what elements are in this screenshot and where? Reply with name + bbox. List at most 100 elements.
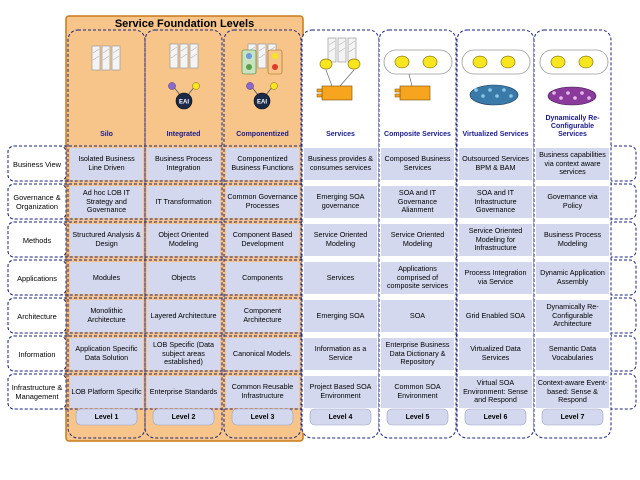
level-label: Level 4	[328, 413, 353, 421]
cell-text: Composed Business Services	[384, 154, 451, 172]
silo-bar-line	[170, 46, 178, 59]
eai-text: EAI	[257, 100, 267, 106]
silo-bar-line	[338, 40, 346, 53]
cell-text: Service Oriented Modeling for Infrastruc…	[468, 226, 523, 253]
matrix-cell	[147, 262, 220, 294]
silo-bar-line	[92, 48, 100, 61]
matrix-cell	[536, 148, 609, 180]
row-label: Business View	[13, 159, 61, 169]
level-name: Services	[326, 131, 355, 138]
cell-text: Objects	[171, 272, 196, 282]
cell-text: Componentized Business Functions	[231, 154, 294, 172]
composite-container	[383, 49, 453, 75]
matrix-cell	[536, 186, 609, 218]
matrix-cell	[70, 148, 143, 180]
service-node	[347, 58, 361, 70]
matrix-cell	[226, 262, 299, 294]
service-node	[472, 55, 488, 69]
row-label-box-7	[7, 373, 67, 410]
matrix-cell	[70, 300, 143, 332]
eai-hub	[175, 92, 193, 110]
cell-text: Monolithic Architecture	[87, 306, 126, 324]
grid-node	[509, 94, 513, 98]
grid-node	[481, 94, 485, 98]
grid-node	[502, 88, 506, 92]
connector-node	[246, 82, 254, 90]
cell-text: Outsourced Services BPM & BAM	[462, 154, 529, 172]
level-badge	[386, 408, 449, 426]
row-label-box-6	[7, 335, 67, 372]
matrix-cell	[381, 186, 454, 218]
matrix-cell	[226, 186, 299, 218]
cell-text: Isolated Business Line Driven	[78, 154, 135, 172]
matrix-cell	[70, 376, 143, 408]
matrix-cell	[459, 262, 532, 294]
silo-bar-line	[112, 48, 120, 61]
silo-bars-icon	[91, 45, 121, 71]
level-badge	[231, 408, 294, 426]
cell-text: SOA and IT Infrastructure Governance	[474, 188, 517, 215]
cell-text: Component Architecture	[243, 306, 282, 324]
cell-text: Ad hoc LOB IT Strategy and Governance	[82, 188, 131, 215]
dynamic-node	[587, 96, 591, 100]
service-node	[394, 55, 410, 69]
matrix-cell	[70, 338, 143, 370]
cell-text: Business capabilities via context aware …	[539, 150, 606, 177]
matrix-cell	[381, 300, 454, 332]
cell-text: Application Specific Data Solution	[75, 344, 138, 362]
cell-text: Semantic Data Vocabularies	[548, 344, 597, 362]
cell-text: Canonical Models.	[232, 348, 293, 358]
matrix-cell	[381, 338, 454, 370]
services-icon	[316, 37, 361, 101]
eai-hub-icon: EAI	[168, 43, 200, 110]
grid-node	[474, 88, 478, 92]
matrix-cell	[226, 376, 299, 408]
cell-text: Component Based Development	[232, 230, 293, 248]
service-plug	[399, 85, 431, 101]
row-label-box-3	[7, 221, 67, 258]
row-label-box-5	[7, 297, 67, 334]
component-block	[267, 49, 283, 75]
matrix-cell	[459, 224, 532, 256]
service-node	[550, 55, 566, 69]
cell-text: Information as a Service	[314, 344, 367, 362]
cell-text: Project Based SOA Environment	[309, 382, 372, 400]
matrix-cell	[304, 186, 377, 218]
eai-text: EAI	[179, 100, 189, 106]
connector-line	[408, 73, 413, 87]
component-dot	[272, 64, 278, 70]
cell-text: Layered Architecture	[150, 310, 217, 320]
silo-bar-line	[328, 40, 336, 53]
dynamic-node	[573, 96, 577, 100]
matrix-cell	[304, 338, 377, 370]
cell-text: Emerging SOA	[316, 310, 365, 320]
eai-component-icon: EAI	[241, 43, 283, 110]
cell-text: Virtual SOA Environment: Sense and Respo…	[463, 378, 528, 405]
matrix-cell	[147, 376, 220, 408]
cell-text: Common SOA Environment	[394, 382, 441, 400]
grid-node	[495, 94, 499, 98]
level-name: Virtualized Services	[462, 131, 529, 138]
dynamic-node	[552, 91, 556, 95]
matrix-cell	[70, 186, 143, 218]
service-node	[422, 55, 438, 69]
matrix-cell	[304, 300, 377, 332]
virtual-container	[461, 49, 531, 75]
matrix-cell	[381, 376, 454, 408]
cell-text: Enterprise Business Data Dictionary & Re…	[385, 340, 450, 367]
cell-text: Business provides & consumes services	[307, 154, 374, 172]
plug-pin	[394, 93, 401, 98]
row-label: Governance & Organization	[13, 193, 61, 211]
cell-text: Object Oriented Modeling	[158, 230, 209, 248]
matrix-cell	[226, 224, 299, 256]
dynamic-node	[559, 96, 563, 100]
level-label: Level 1	[94, 413, 119, 421]
cell-text: Dynamically Re-Configurable Architecture	[546, 302, 599, 329]
grid-node	[488, 88, 492, 92]
level-badge	[541, 408, 604, 426]
matrix-cell	[536, 376, 609, 408]
level-name: Integrated	[166, 131, 201, 138]
cell-text: LOB Platform Specific	[71, 386, 142, 396]
cell-text: SOA and IT Governance Alianment	[397, 188, 438, 215]
